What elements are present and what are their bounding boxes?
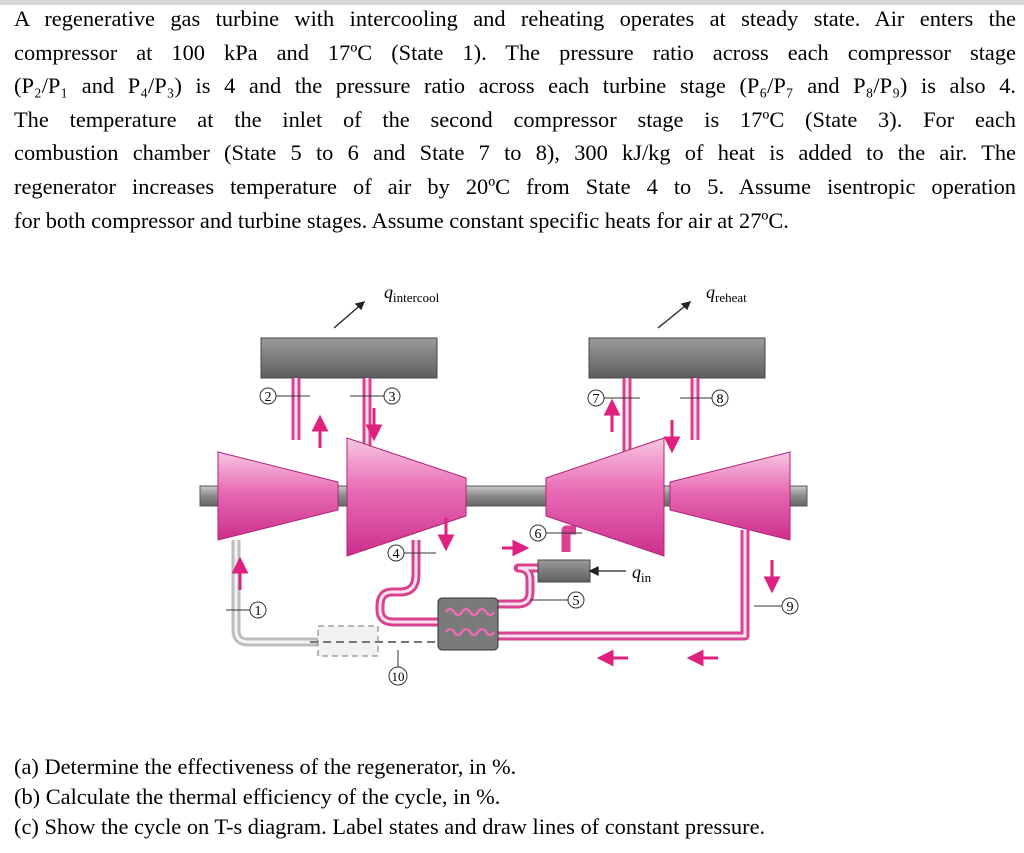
turbine-stage-2 (669, 451, 791, 541)
arrow-left-b (686, 649, 718, 667)
flow-arrows (231, 398, 781, 667)
state-2: 2 (259, 387, 310, 405)
arrow-down-3 (365, 408, 383, 442)
arrow-up-2 (311, 414, 329, 448)
problem-statement: A regenerative gas turbine with intercoo… (14, 2, 1016, 237)
q-intercool-label: qintercool (384, 282, 440, 305)
problem-line: The temperature at the inlet of the seco… (14, 106, 1016, 132)
problem-line: combustion chamber (State 5 to 6 and Sta… (14, 140, 1016, 166)
svg-text:9: 9 (787, 600, 794, 615)
q-reheat-label: qreheat (706, 282, 747, 305)
question-b: (b) Calculate the thermal efficiency of … (14, 784, 501, 809)
state-9: 9 (754, 597, 799, 615)
reheater (588, 337, 766, 379)
state-7: 7 (587, 389, 640, 407)
state-8: 8 (680, 389, 729, 407)
q-in-label: qin (632, 562, 652, 585)
turbine-stage-1 (545, 437, 665, 557)
regenerator (437, 597, 499, 651)
state-markers: 1 2 3 4 5 6 7 8 9 10 (226, 387, 799, 686)
state-4: 4 (387, 544, 436, 562)
svg-text:2: 2 (265, 390, 272, 405)
svg-text:8: 8 (717, 392, 724, 407)
state-5: 5 (530, 591, 585, 609)
pipe-regenerator-5 (498, 563, 540, 609)
arrow-up-1 (231, 556, 249, 590)
combustion-chamber (537, 559, 591, 583)
compressor-stage-2 (346, 437, 467, 557)
problem-line: for both compressor and turbine stages. … (14, 207, 789, 233)
state-1: 1 (226, 601, 267, 619)
arrow-left-a (596, 649, 628, 667)
problem-line: compressor at 100 kPa and 17ºC (State 1)… (14, 39, 1016, 65)
svg-text:1: 1 (255, 604, 262, 619)
svg-text:4: 4 (393, 547, 400, 562)
top-border (0, 0, 1024, 5)
svg-text:7: 7 (593, 392, 600, 407)
arrow-down-9 (763, 560, 781, 594)
state-6: 6 (529, 524, 582, 542)
problem-line: A regenerative gas turbine with intercoo… (14, 6, 1016, 31)
arrow-up-7 (603, 398, 621, 432)
state-3: 3 (350, 387, 401, 405)
pipe-6-turbine (561, 525, 576, 552)
arrow-down-8 (663, 420, 681, 454)
inlet-pipe (231, 540, 318, 647)
arrow-right-5 (502, 539, 530, 557)
svg-text:3: 3 (389, 390, 396, 405)
pipe-9-regenerator (498, 530, 750, 641)
intercooler (260, 337, 438, 379)
svg-text:5: 5 (573, 594, 580, 609)
problem-line: regenerator increases temperature of air… (14, 173, 1016, 199)
svg-text:6: 6 (535, 527, 542, 542)
compressor-stage-1 (217, 451, 339, 541)
question-c: (c) Show the cycle on T-s diagram. Label… (14, 814, 766, 839)
problem-line: (P₂/P₁ and P₄/P₃) is 4 and the pressure … (14, 73, 1016, 99)
state-10: 10 (388, 650, 408, 686)
svg-text:10: 10 (392, 669, 405, 684)
question-a: (a) Determine the effectiveness of the r… (14, 754, 517, 779)
arrow-down-4 (437, 518, 455, 552)
question-list: (a) Determine the effectiveness of the r… (14, 752, 1016, 842)
